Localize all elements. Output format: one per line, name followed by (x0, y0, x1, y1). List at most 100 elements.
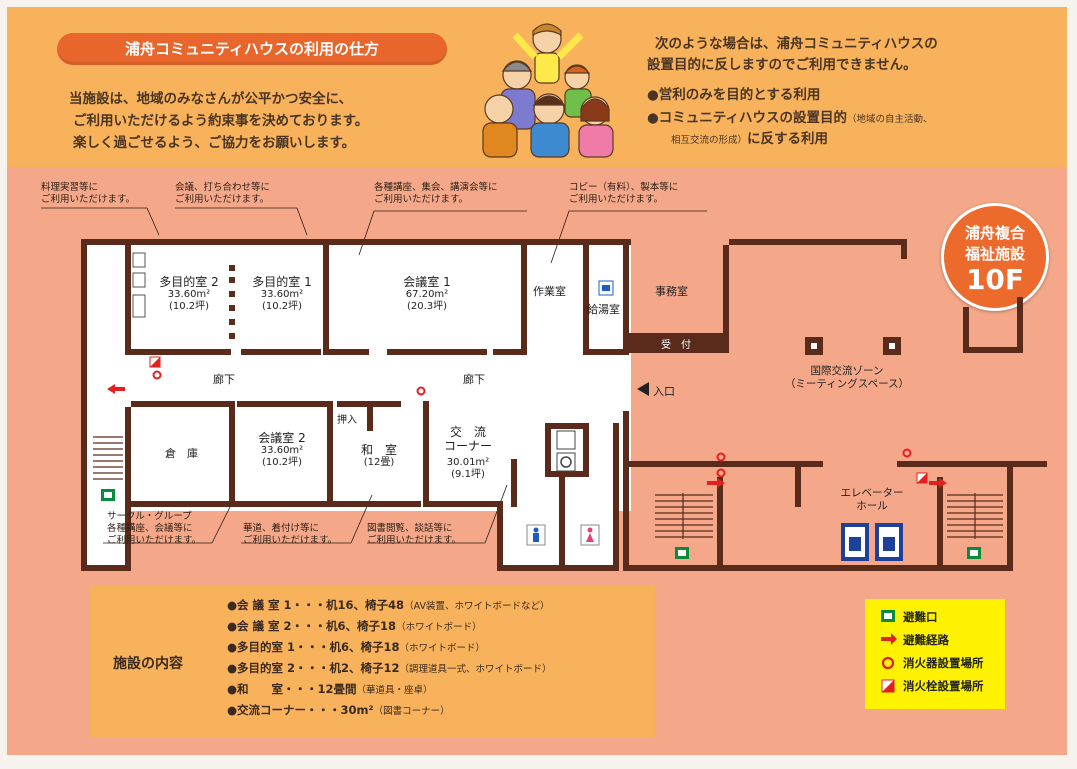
hydrant-icon (881, 679, 895, 693)
annotation-circle-line-2: 各種講座、会議等に (107, 523, 193, 534)
floor-badge: 浦舟複合 福祉施設 10F (941, 203, 1049, 311)
intro-line-3: 楽しく過ごせるよう、ご協力をお願いします。 (73, 135, 356, 151)
room-washitsu-size: (12畳) (363, 457, 395, 468)
room-lounge-name-1: 交 流 (449, 425, 486, 439)
brochure-page: 浦舟コミュニティハウスの利用の仕方 当施設は、地域のみなさんが公平かつ安全に、 … (7, 7, 1067, 755)
room-lounge-name-2: コーナー (443, 439, 492, 453)
annotation-copy: コピー（有料）、製本等に ご利用いただけます。 (569, 182, 678, 206)
walls (81, 239, 1047, 571)
room-reception: 受 付 (661, 340, 691, 351)
facility-item-2: ●会 議 室 2・・・机6、椅子18（ホワイトボード） (227, 618, 482, 634)
annotation-meeting-line-1: 会議、打ち合わせ等に (175, 182, 271, 193)
room-lounge: 交 流 コーナー 30.01m² (9.1坪) (433, 425, 503, 481)
facilities-panel: 施設の内容 ●会 議 室 1・・・机16、椅子48（AV装置、ホワイトボードなど… (89, 585, 655, 737)
facility-item-1-main: ●会 議 室 1・・・机16、椅子48 (227, 598, 405, 612)
legend-item-exit: 避難口 (903, 610, 938, 624)
entrance-arrow-icon (637, 382, 649, 396)
annotation-leaders (41, 207, 707, 544)
rule-item-3: 相互交流の形成）に反する利用 (671, 127, 828, 147)
annotation-tea-line-2: ご利用いただけます。 (243, 535, 338, 546)
exit-icon (881, 610, 895, 622)
room-conf1-tsubo: (20.3坪) (406, 301, 448, 312)
floor-plan (41, 207, 1047, 571)
room-multi2-name: 多目的室 2 (159, 275, 219, 289)
floor-badge-line-1: 浦舟複合 (964, 224, 1025, 242)
legend: 避難口 避難経路 消火器設置場所 消火栓設置場所 (865, 599, 1005, 709)
corridor-left: 廊下 (213, 373, 235, 386)
page-title: 浦舟コミュニティハウスの利用の仕方 (57, 33, 447, 65)
corridor-right: 廊下 (463, 373, 485, 386)
rule-item-2-note: （地域の自主活動、 (846, 114, 933, 125)
intl-zone-line-2: （ミーティングスペース） (784, 378, 910, 390)
facilities-heading: 施設の内容 (113, 656, 183, 672)
arrow-icon (881, 633, 897, 645)
room-lounge-area: 30.01m² (446, 457, 490, 468)
facility-item-3-main: ●多目的室 1・・・机6、椅子18 (227, 640, 400, 654)
legend-item-hydrant: 消火栓設置場所 (903, 679, 984, 693)
annotation-library: 図書閲覧、談話等に ご利用いただけます。 (367, 523, 461, 547)
entrance-label: 入口 (653, 385, 675, 398)
room-office: 事務室 (655, 285, 688, 298)
floor-fill (81, 239, 631, 569)
annotation-cooking-line-1: 料理実習等に (41, 182, 99, 193)
people-illustration-icon (482, 23, 614, 158)
facility-item-4-note: （調理道具一式、ホワイトボード） (399, 664, 552, 675)
room-washitsu-name: 和 室 (360, 443, 397, 457)
annotation-library-line-1: 図書閲覧、談話等に (367, 523, 453, 534)
room-multi2-tsubo: (10.2坪) (168, 301, 210, 312)
floor-badge-line-2: 福祉施設 (964, 245, 1025, 263)
annotation-cooking: 料理実習等に ご利用いただけます。 (41, 182, 135, 206)
room-work: 作業室 (533, 285, 566, 298)
rules-line-1: 次のような場合は、浦舟コミュニティハウスの (655, 36, 938, 52)
room-kitchen: 給湯室 (587, 303, 620, 316)
facility-item-6-note: （図書コーナー） (373, 706, 450, 717)
room-washitsu: 和 室 (12畳) (337, 443, 421, 469)
facility-item-5-note: （華道具・座卓） (356, 685, 433, 696)
facility-item-3-note: （ホワイトボード） (399, 643, 486, 654)
floor-badge-floor: 10F (965, 263, 1025, 296)
facility-item-4: ●多目的室 2・・・机2、椅子12（調理道具一式、ホワイトボード） (227, 660, 552, 676)
elevator-hall-line-1: エレベーター (840, 487, 904, 499)
facility-item-6-main: ●交流コーナー・・・30m² (227, 703, 374, 717)
annotation-lecture-line-1: 各種講座、集会、講演会等に (374, 182, 498, 193)
room-multi2: 多目的室 2 33.60m² (10.2坪) (147, 275, 231, 313)
elevator-icons (841, 523, 903, 561)
legend-item-route: 避難経路 (903, 633, 949, 647)
evacuation-arrows (107, 384, 947, 488)
annotation-copy-line-1: コピー（有料）、製本等に (569, 182, 679, 193)
annotation-circle: サークル・グループ 各種講座、会議等に ご利用いただけます。 (107, 511, 201, 547)
facility-item-1: ●会 議 室 1・・・机16、椅子48（AV装置、ホワイトボードなど） (227, 597, 549, 613)
room-conf2-name: 会議室 2 (258, 431, 306, 445)
annotation-cooking-line-2: ご利用いただけます。 (41, 194, 136, 205)
annotation-tea-line-1: 華道、着付け等に (243, 523, 320, 534)
intl-zone: 国際交流ゾーン （ミーティングスペース） (777, 365, 917, 391)
facility-item-2-main: ●会 議 室 2・・・机6、椅子18 (227, 619, 397, 633)
annotation-lecture-line-2: ご利用いただけます。 (374, 194, 469, 205)
room-multi1: 多目的室 1 33.60m² (10.2坪) (237, 275, 327, 313)
rule-item-2-main: ●コミュニティハウスの設置目的 (647, 110, 847, 126)
intro-line-1: 当施設は、地域のみなさんが公平かつ安全に、 (69, 91, 353, 107)
annotation-lecture: 各種講座、集会、講演会等に ご利用いただけます。 (374, 182, 498, 206)
room-conf1-name: 会議室 1 (403, 275, 451, 289)
stairs-middle (655, 493, 713, 539)
annotation-library-line-2: ご利用いただけます。 (367, 535, 462, 546)
facility-item-6: ●交流コーナー・・・30m²（図書コーナー） (227, 702, 450, 718)
exit-signs (101, 489, 981, 559)
room-conf1-area: 67.20m² (405, 289, 449, 300)
facility-item-5: ●和 室・・・12畳間（華道具・座卓） (227, 681, 433, 697)
rule-item-1: ●営利のみを目的とする利用 (647, 87, 821, 103)
legend-icons (881, 610, 897, 693)
elevator-hall-line-2: ホール (856, 500, 888, 512)
room-multi1-area: 33.60m² (260, 289, 304, 300)
restroom-icons (526, 280, 614, 546)
annotation-meeting-line-2: ご利用いただけます。 (175, 194, 270, 205)
room-lounge-tsubo: (9.1坪) (451, 469, 485, 480)
facility-item-2-note: （ホワイトボード） (396, 622, 482, 633)
elevator-hall: エレベーター ホール (827, 487, 917, 513)
annotation-circle-line-1: サークル・グループ (107, 511, 192, 522)
stairs-left (93, 436, 123, 480)
room-conf1: 会議室 1 67.20m² (20.3坪) (377, 275, 477, 313)
room-multi2-area: 33.60m² (167, 289, 211, 300)
intl-zone-line-1: 国際交流ゾーン (810, 365, 884, 377)
annotation-meeting: 会議、打ち合わせ等に ご利用いただけます。 (175, 182, 270, 206)
